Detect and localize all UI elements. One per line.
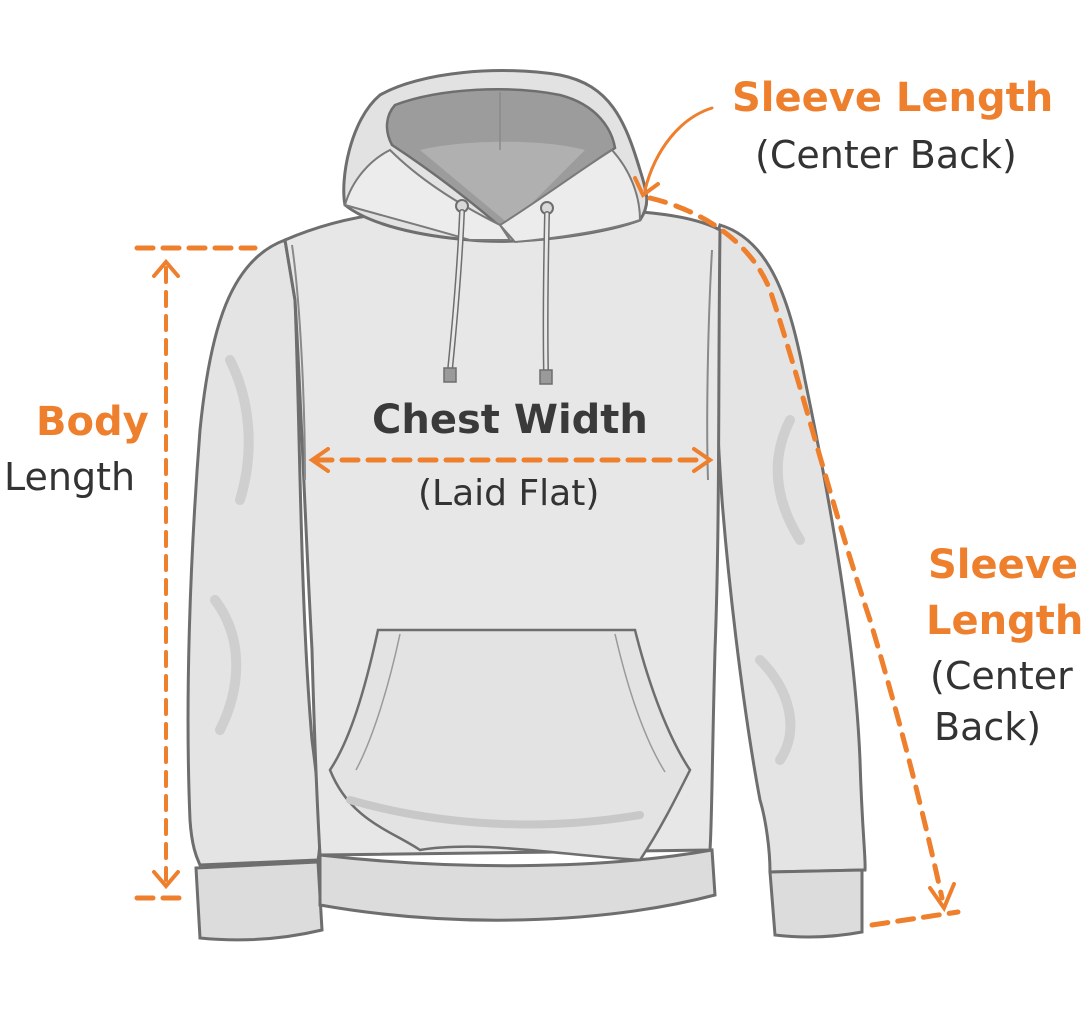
body-length-subtitle: Length [4, 455, 136, 499]
left-sleeve [186, 237, 322, 867]
chest-width-title: Chest Width [372, 397, 648, 443]
sleeve-callout-arrow [643, 106, 714, 192]
chest-arrow-left-icon [308, 447, 330, 473]
kangaroo-pocket [328, 628, 692, 862]
sleeve-length-top-subtitle: (Center Back) [755, 133, 1017, 177]
sleeve-length-right-title-line1: Sleeve [928, 542, 1078, 588]
sleeve-length-right-subtitle-line2: Back) [934, 705, 1042, 749]
measurement-guides [134, 106, 961, 928]
sleeve-length-top-title: Sleeve Length [732, 75, 1054, 121]
body-length-title: Body [36, 399, 149, 445]
right-sleeve [710, 223, 867, 874]
sleeve-length-right-title-line2: Length [926, 598, 1084, 644]
sleeve-arrow-down-icon [928, 882, 956, 913]
body-length-arrow-up-icon [152, 258, 180, 278]
chest-width-subtitle: (Laid Flat) [418, 473, 600, 514]
left-cuff [194, 860, 324, 942]
sleeve-length-line [647, 195, 945, 901]
sleeve-length-right-subtitle-line1: (Center [930, 654, 1073, 698]
sleeve-callout-arrowhead-icon [633, 176, 660, 199]
sleeve-bottom-guide [869, 909, 961, 928]
chest-arrow-right-icon [692, 447, 714, 473]
waistband [318, 848, 717, 922]
right-cuff [768, 868, 864, 939]
body-length-arrow-down-icon [152, 870, 180, 890]
drawstrings [443, 199, 554, 385]
hoodie-garment [186, 69, 867, 942]
